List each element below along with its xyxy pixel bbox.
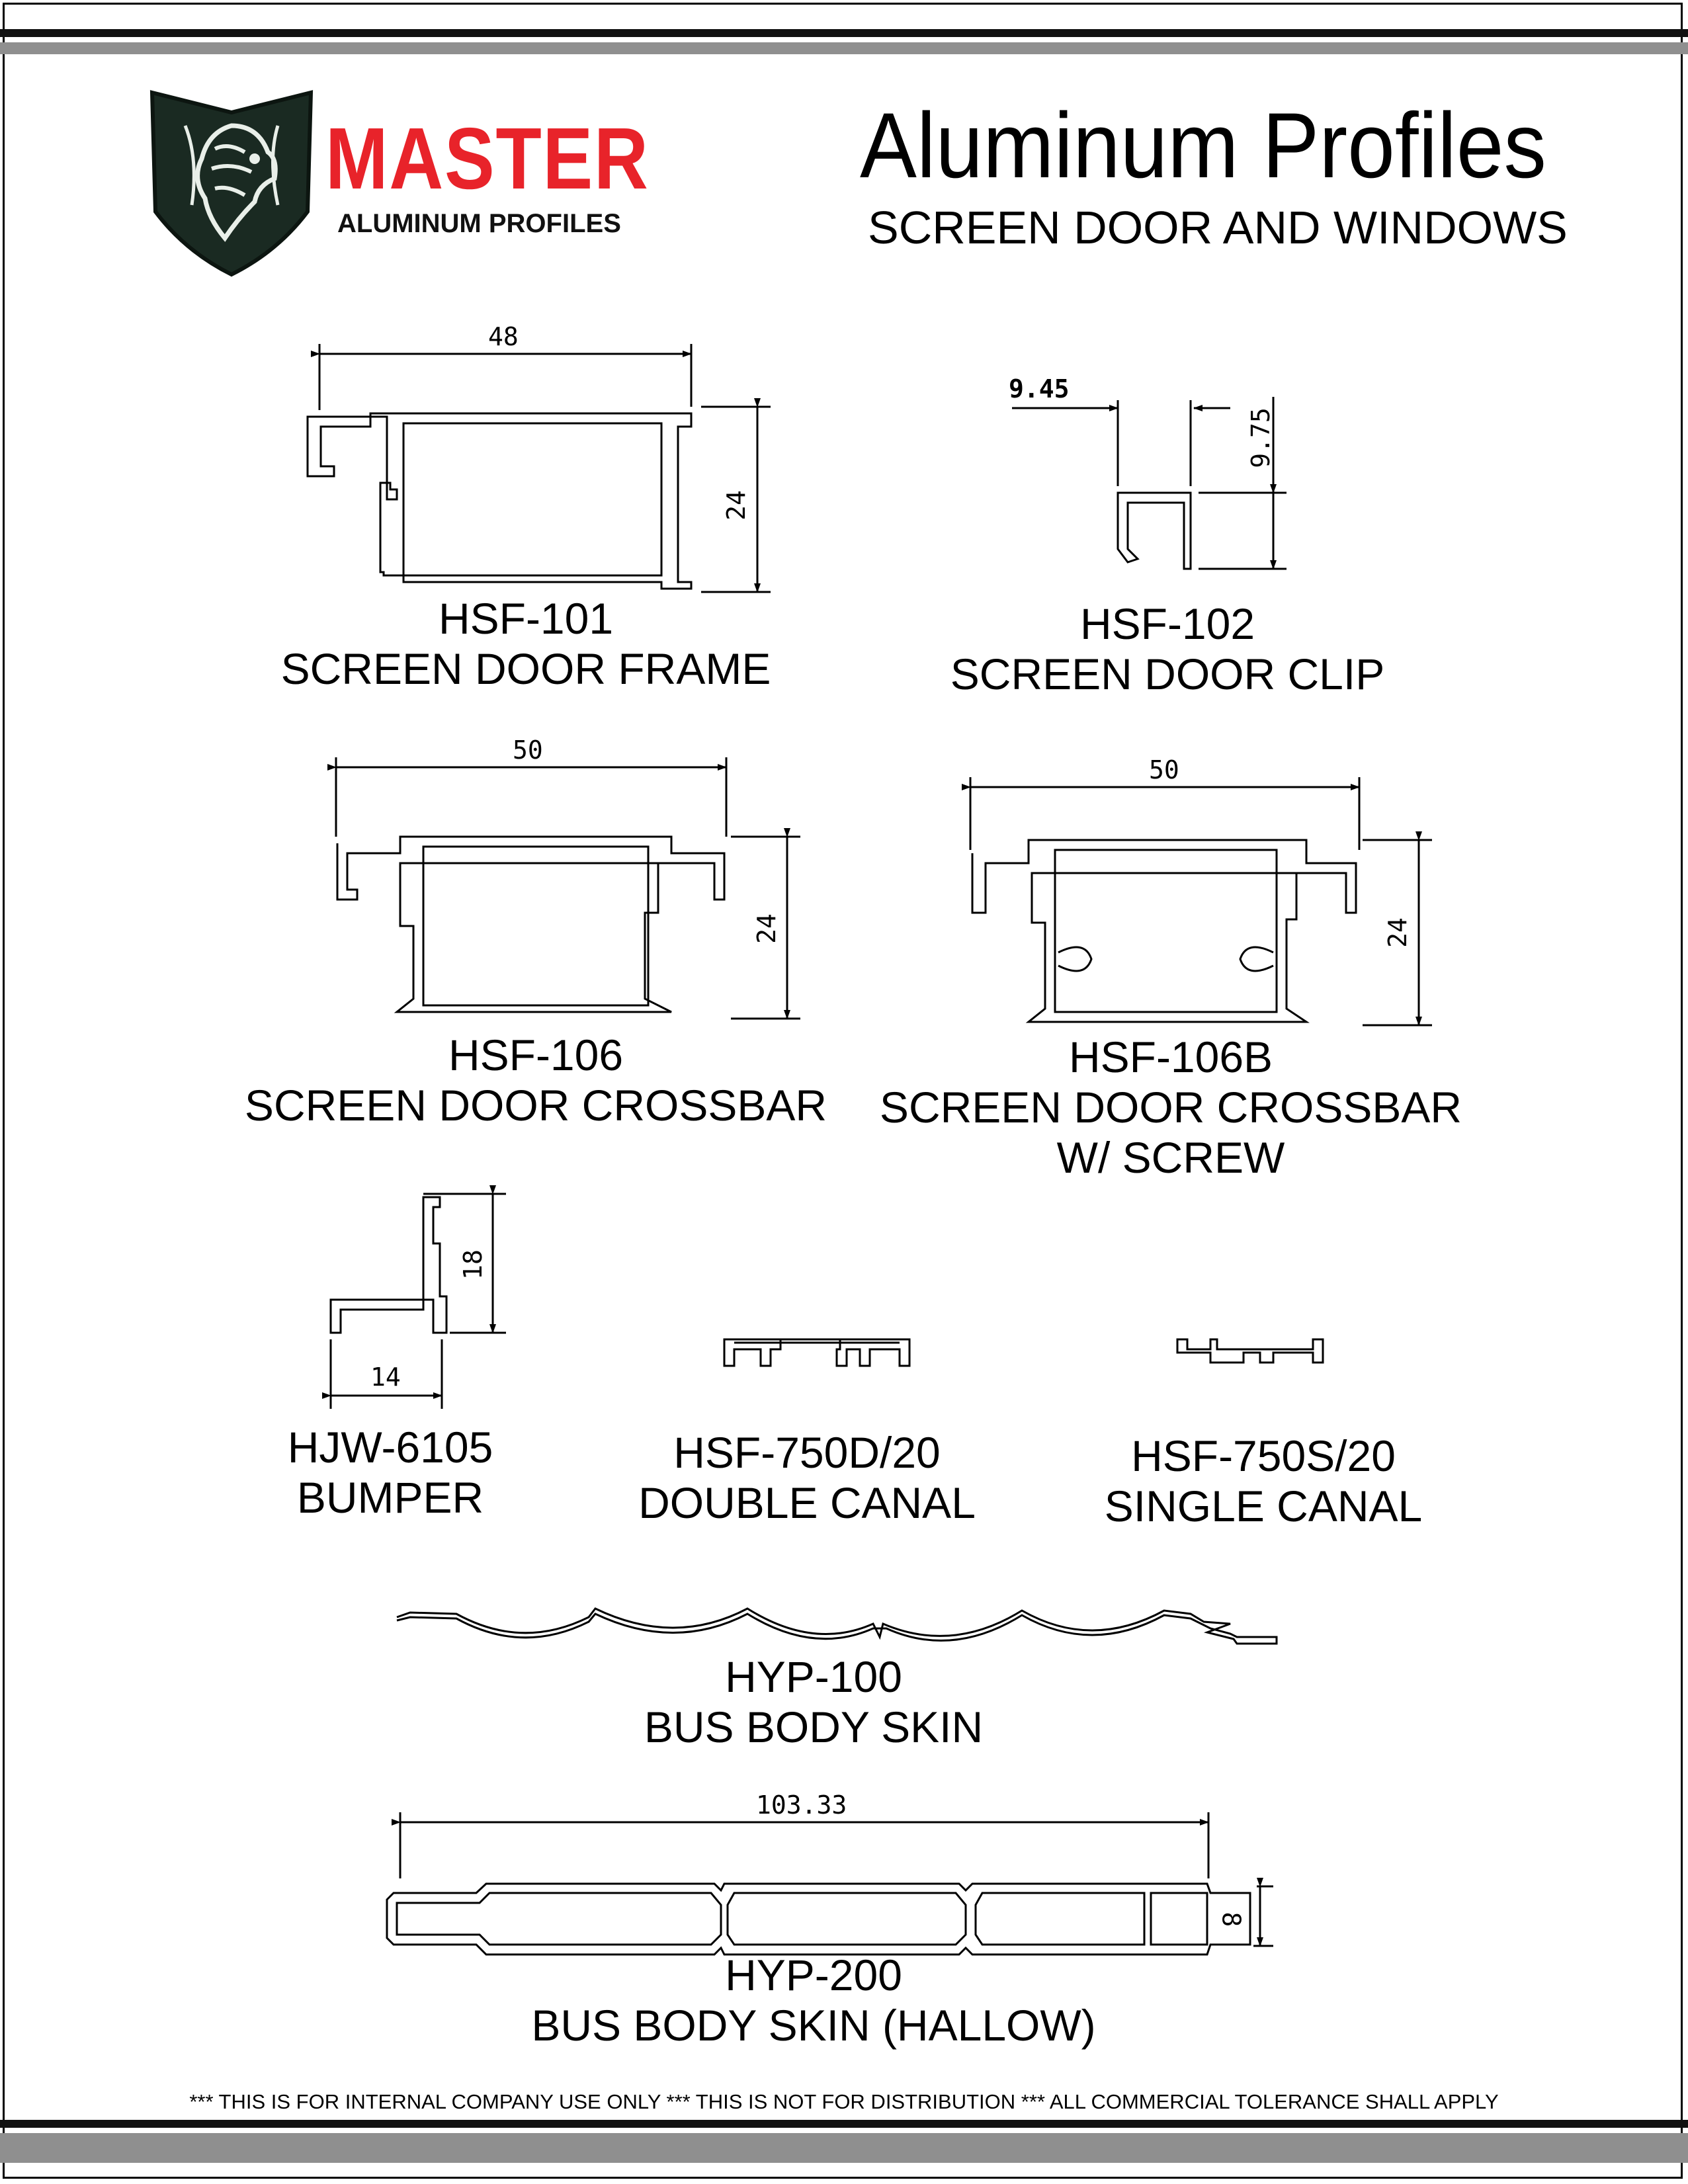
hyp-200-code: HYP-200: [725, 1951, 902, 1999]
hyp-200-name: BUS BODY SKIN (HALLOW): [531, 2001, 1096, 2050]
hsf-750d-code: HSF-750D/20: [673, 1428, 941, 1477]
hsf-102-height-dim: 9.75: [1245, 407, 1275, 468]
hsf-106b-code: HSF-106B: [1068, 1032, 1273, 1081]
hsf-750d-name: DOUBLE CANAL: [638, 1478, 976, 1527]
hyp-100-drawing: [396, 1607, 1278, 1645]
page-subtitle: SCREEN DOOR AND WINDOWS: [868, 202, 1568, 253]
footer-disclaimer: *** THIS IS FOR INTERNAL COMPANY USE ONL…: [189, 2090, 1499, 2113]
hsf-106-width-dim: 50: [513, 735, 543, 765]
top-rule-thin: [0, 29, 1688, 37]
hyp-200-width-dim: 103.33: [756, 1790, 847, 1820]
hsf-106-drawing: [327, 757, 800, 1020]
hsf-750s-code: HSF-750S/20: [1131, 1431, 1396, 1480]
page-title: Aluminum Profiles: [860, 93, 1546, 197]
hsf-102-code: HSF-102: [1079, 599, 1255, 648]
hsf-101-height-dim: 24: [721, 490, 751, 521]
hsf-750d-drawing: [723, 1338, 911, 1367]
top-rule-gray: [0, 42, 1688, 54]
hsf-101-drawing: [306, 344, 771, 593]
hjw-6105-height-dim: 18: [458, 1249, 487, 1280]
hsf-106-height-dim: 24: [751, 913, 781, 944]
hyp-100-code: HYP-100: [725, 1652, 902, 1701]
hsf-106-code: HSF-106: [448, 1030, 624, 1079]
dragon-shield-icon: [149, 90, 314, 277]
hyp-100-name: BUS BODY SKIN: [644, 1702, 984, 1751]
hsf-106b-width-dim: 50: [1149, 755, 1179, 784]
hsf-106b-name-line2: W/ SCREW: [1056, 1133, 1285, 1182]
hjw-6105-name: BUMPER: [296, 1473, 484, 1522]
page-border: [3, 3, 1683, 2179]
company-logo: MASTER ALUMINUM PROFILES: [146, 86, 648, 278]
hjw-6105-width-dim: 14: [370, 1363, 401, 1392]
hsf-106b-height-dim: 24: [1382, 917, 1412, 948]
hsf-102-width-dim: 9.45: [1009, 374, 1070, 403]
hyp-200-height-dim: 8: [1216, 1911, 1246, 1927]
hsf-101-code: HSF-101: [438, 594, 614, 643]
hsf-750s-name: SINGLE CANAL: [1104, 1482, 1423, 1531]
bottom-rule-thin: [0, 2120, 1688, 2128]
hsf-101-name: SCREEN DOOR FRAME: [280, 644, 771, 693]
hsf-750s-drawing: [1176, 1338, 1324, 1364]
hsf-106b-drawing: [962, 777, 1432, 1027]
hsf-106-name: SCREEN DOOR CROSSBAR: [244, 1081, 827, 1130]
hsf-106b-name: SCREEN DOOR CROSSBAR: [879, 1083, 1462, 1132]
hyp-200-drawing: [386, 1812, 1273, 1956]
logo-wordmark: MASTER: [325, 110, 650, 207]
hsf-101-width-dim: 48: [488, 322, 519, 351]
hsf-102-name: SCREEN DOOR CLIP: [950, 650, 1385, 698]
hjw-6105-code: HJW-6105: [287, 1423, 493, 1472]
hsf-102-drawing: [1012, 397, 1287, 570]
bottom-rule-gray: [0, 2133, 1688, 2163]
hjw-6105-drawing: [322, 1185, 506, 1409]
logo-subtitle: ALUMINUM PROFILES: [337, 209, 621, 238]
